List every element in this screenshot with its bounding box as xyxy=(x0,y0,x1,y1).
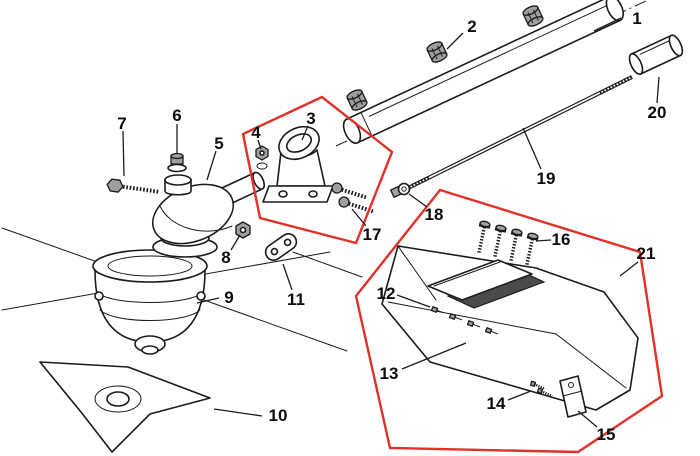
callout-label-1: 1 xyxy=(632,9,641,28)
callout-label-9: 9 xyxy=(224,288,233,307)
part-guard-screws xyxy=(477,220,539,266)
callout-label-19: 19 xyxy=(537,169,556,188)
part-cap-nuts xyxy=(346,5,544,111)
callout-label-18: 18 xyxy=(425,205,444,224)
part-shaft-tube xyxy=(335,0,649,147)
callout-label-17: 17 xyxy=(363,225,382,244)
callout-label-8: 8 xyxy=(221,248,230,267)
part-bolt-top xyxy=(167,152,187,173)
part-nut-lower xyxy=(235,221,251,239)
highlight-outline-guard-group xyxy=(354,188,664,454)
part-cutter-screws xyxy=(529,380,553,398)
part-gear-head xyxy=(151,171,266,245)
part-washer-small xyxy=(256,162,268,170)
part-washer xyxy=(397,182,411,196)
callout-label-12: 12 xyxy=(377,284,396,303)
part-cutoff-blade xyxy=(559,375,587,418)
callout-label-6: 6 xyxy=(172,106,181,125)
part-guard xyxy=(381,245,639,411)
part-trimmer-head xyxy=(92,249,208,355)
callout-label-21: 21 xyxy=(637,244,656,263)
callout-label-7: 7 xyxy=(117,114,126,133)
part-drive-shaft xyxy=(390,75,633,198)
callout-label-13: 13 xyxy=(380,364,399,383)
highlight-outline-clamp-group xyxy=(241,95,394,245)
callout-label-4: 4 xyxy=(251,123,261,142)
callout-labels: 1 2 3 4 5 6 7 8 9 10 11 12 13 14 15 16 1… xyxy=(117,9,666,444)
callout-label-3: 3 xyxy=(306,109,315,128)
part-nut-small xyxy=(255,145,269,161)
part-bolt-side xyxy=(106,178,160,194)
callout-label-14: 14 xyxy=(487,394,506,413)
callout-leader-lines xyxy=(122,17,660,428)
part-clamp xyxy=(262,125,334,203)
part-blade xyxy=(39,361,211,453)
callout-label-5: 5 xyxy=(214,134,223,153)
callout-label-11: 11 xyxy=(287,290,305,309)
callout-label-20: 20 xyxy=(648,103,667,122)
callout-label-2: 2 xyxy=(467,17,476,36)
callout-label-15: 15 xyxy=(597,425,616,444)
part-coupler xyxy=(628,34,684,75)
callout-label-10: 10 xyxy=(269,406,288,425)
part-clamp-bolts xyxy=(331,182,376,214)
part-guard-studs xyxy=(430,306,499,335)
part-hanger-bracket xyxy=(264,233,363,278)
callout-label-16: 16 xyxy=(552,230,571,249)
